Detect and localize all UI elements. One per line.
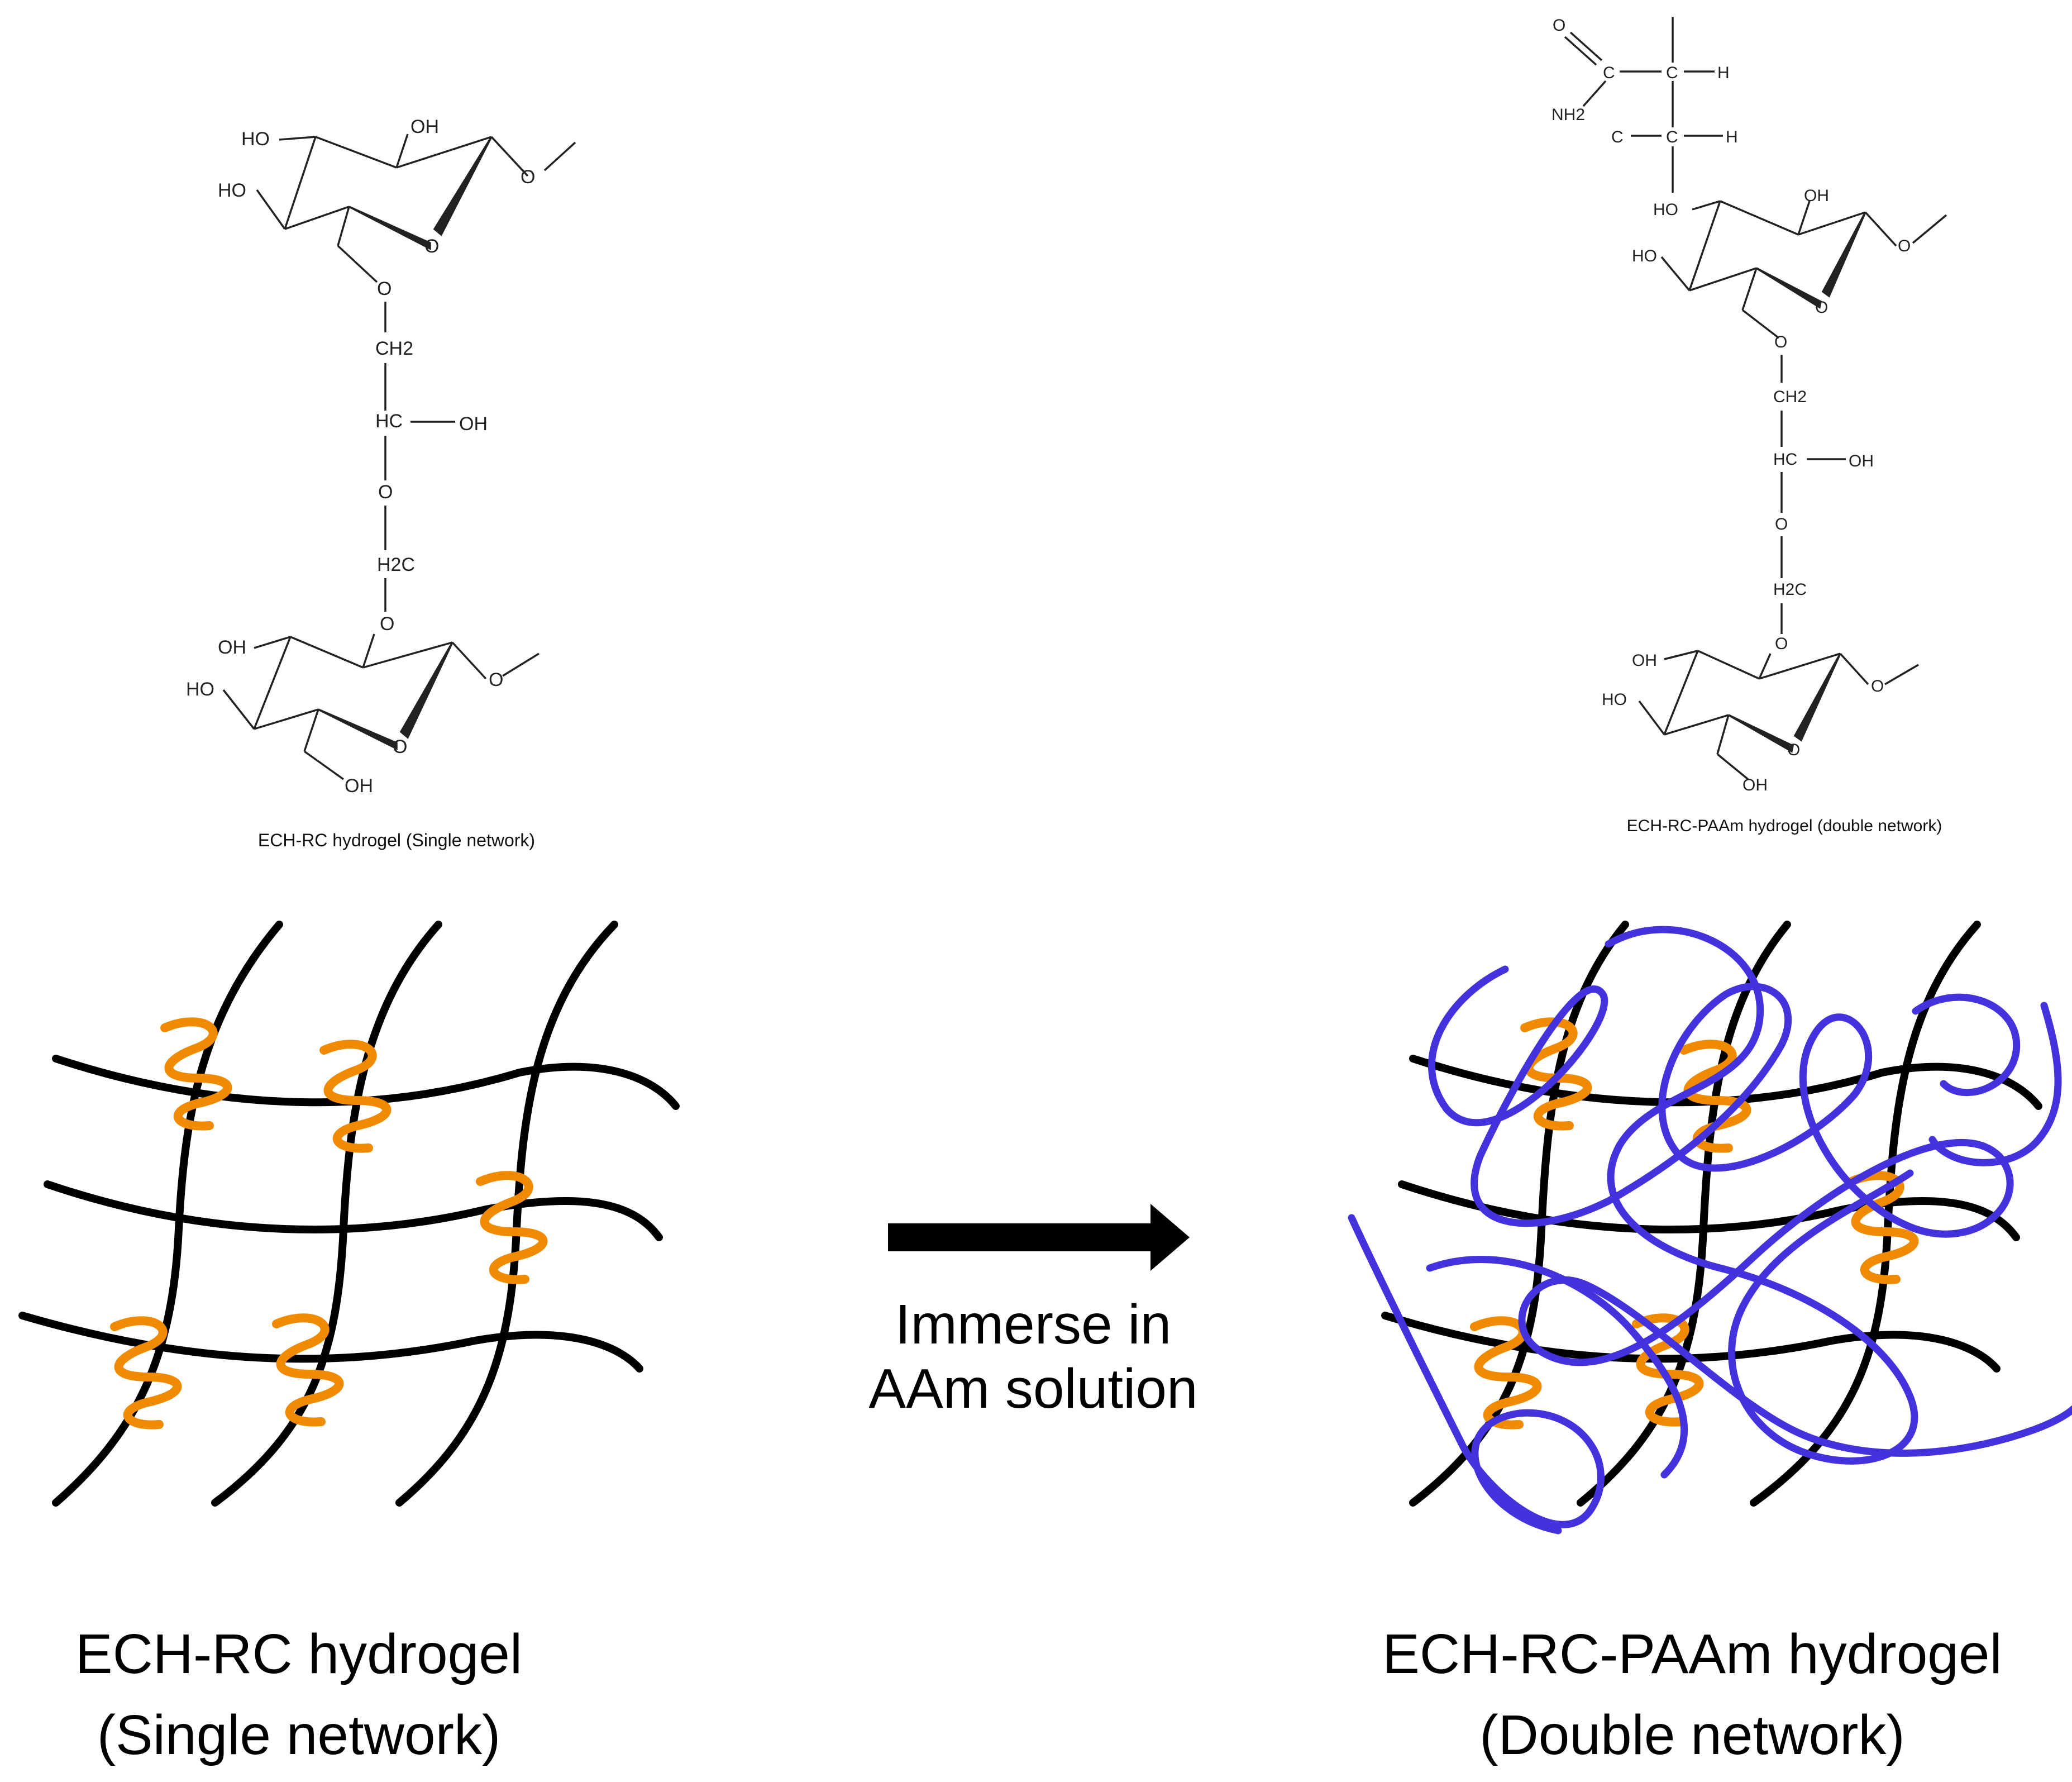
atom-o: O: [489, 669, 503, 690]
atom-oh: OH: [1632, 651, 1657, 670]
atom-o: O: [1898, 237, 1911, 255]
atom-hc: HC: [1773, 450, 1797, 469]
arrow-label-line2: AAm solution: [868, 1357, 1197, 1420]
left-network-label-line1: ECH-RC hydrogel: [75, 1623, 522, 1685]
right-network: [1348, 921, 2072, 1535]
atom-o: O: [1775, 635, 1788, 653]
atom-ch2: CH2: [1773, 388, 1807, 406]
paam-network: [1348, 926, 2072, 1535]
atom-oh: OH: [345, 775, 373, 797]
atom-o: O: [1774, 333, 1787, 351]
atom-o: O: [521, 166, 535, 188]
atom-h2c: H2C: [377, 554, 415, 575]
atom-nh2: NH2: [1551, 106, 1585, 124]
right-structure-atoms: O C C H NH2 C C H HO OH HO O O O CH2 HC …: [1551, 16, 1911, 794]
left-network-label-line2: (Single network): [97, 1704, 501, 1766]
left-network: [18, 921, 680, 1507]
atom-c: C: [1603, 64, 1615, 82]
atom-c: C: [1666, 128, 1678, 146]
right-network-label-line2: (Double network): [1479, 1704, 1904, 1766]
atom-o: O: [378, 482, 393, 503]
left-structure-atoms: HO OH HO O O O CH2 HC OH O H2C O OH HO O…: [186, 116, 535, 797]
atom-ho: HO: [1653, 201, 1678, 219]
atom-oh: OH: [1804, 187, 1829, 205]
atom-ho: HO: [186, 679, 214, 700]
left-network-chains: [18, 921, 680, 1507]
right-network-label-line1: ECH-RC-PAAm hydrogel: [1382, 1623, 2002, 1685]
atom-ho: HO: [1632, 247, 1657, 265]
atom-o: O: [380, 613, 394, 635]
atom-o: O: [377, 278, 392, 299]
left-chemical-structure: [222, 134, 576, 780]
atom-o: O: [393, 736, 407, 757]
right-structure-caption: ECH-RC-PAAm hydrogel (double network): [1627, 817, 1942, 835]
atom-o: O: [1787, 741, 1800, 759]
left-structure-caption: ECH-RC hydrogel (Single network): [258, 830, 535, 850]
atom-h2c: H2C: [1773, 580, 1807, 599]
atom-o: O: [424, 236, 439, 257]
atom-c: C: [1666, 64, 1678, 82]
arrow-label-line1: Immerse in: [895, 1293, 1172, 1356]
right-chemical-structure: [1564, 17, 1947, 780]
atom-o: O: [1871, 677, 1884, 695]
atom-oh: OH: [218, 637, 246, 658]
atom-oh: OH: [410, 116, 439, 137]
atom-ho: HO: [218, 180, 246, 201]
atom-ho: HO: [241, 128, 270, 150]
atom-ch2: CH2: [375, 338, 413, 359]
atom-o: O: [1553, 16, 1565, 35]
atom-oh: OH: [1849, 452, 1874, 470]
atom-c: C: [1611, 128, 1624, 146]
atom-hc: HC: [375, 411, 403, 432]
atom-h: H: [1726, 128, 1738, 146]
atom-ho: HO: [1602, 690, 1627, 709]
atom-oh: OH: [1742, 776, 1768, 794]
atom-oh: OH: [459, 413, 488, 435]
atom-h: H: [1717, 64, 1730, 82]
atom-o: O: [1775, 515, 1788, 533]
process-arrow: [888, 1204, 1190, 1271]
atom-o: O: [1815, 298, 1828, 317]
